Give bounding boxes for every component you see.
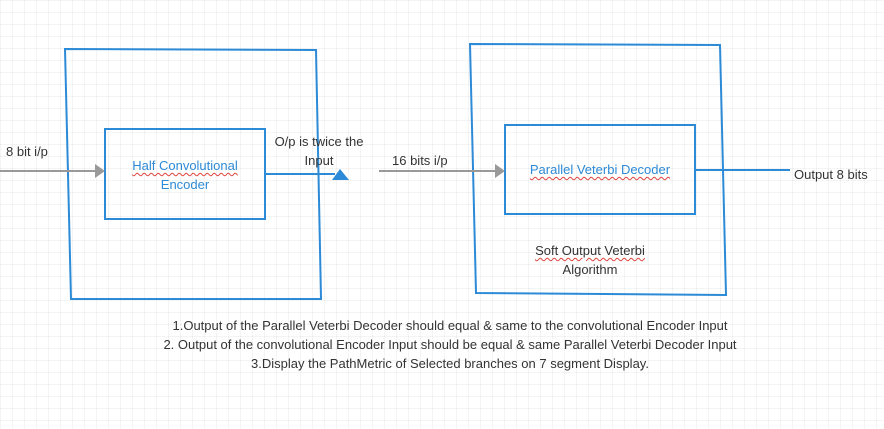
- encoder-output-note: O/p is twice the Input: [262, 132, 376, 170]
- encoder-label-line1: Half Convolutional: [132, 158, 238, 173]
- encoder-output-triangle: [332, 169, 349, 180]
- note-1: 1.Output of the Parallel Veterbi Decoder…: [172, 318, 728, 333]
- encoder-label-line2: Encoder: [160, 177, 210, 192]
- output-label: Output 8 bits: [794, 167, 868, 182]
- decoder-outer-box: [468, 42, 728, 297]
- decoder-input-arrowhead: [495, 164, 505, 178]
- algorithm-label: Soft Output Veterbi Algorithm: [490, 241, 690, 279]
- encoder-label: Half Convolutional Encoder: [105, 156, 265, 194]
- decoder-label: Parallel Veterbi Decoder: [505, 160, 695, 179]
- algorithm-label-line1: Soft Output Veterbi: [535, 243, 645, 258]
- decoder-label-text: Parallel Veterbi Decoder: [529, 162, 671, 177]
- decoder-input-label: 16 bits i/p: [392, 153, 448, 168]
- note-3: 3.Display the PathMetric of Selected bra…: [251, 356, 649, 371]
- input-label: 8 bit i/p: [6, 144, 48, 159]
- algorithm-label-line2: Algorithm: [562, 262, 618, 277]
- input-arrowhead: [95, 164, 105, 178]
- output-note-line1: O/p is twice the: [274, 134, 364, 149]
- note-2: 2. Output of the convolutional Encoder I…: [163, 337, 737, 352]
- encoder-outer-box: [63, 47, 323, 300]
- output-note-line2: Input: [304, 153, 334, 168]
